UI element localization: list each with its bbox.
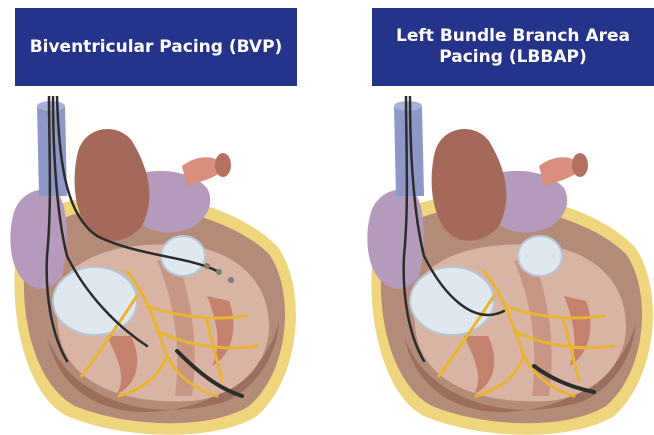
bvp-title: Biventricular Pacing (BVP) [15,8,297,86]
lbbap-panel: Left Bundle Branch Area Pacing (LBBAP) [364,0,654,435]
lbbap-heart-illustration [364,96,654,435]
lbbap-title: Left Bundle Branch Area Pacing (LBBAP) [372,8,654,86]
bvp-panel: Biventricular Pacing (BVP) [7,0,297,435]
bvp-heart-illustration [7,96,297,435]
